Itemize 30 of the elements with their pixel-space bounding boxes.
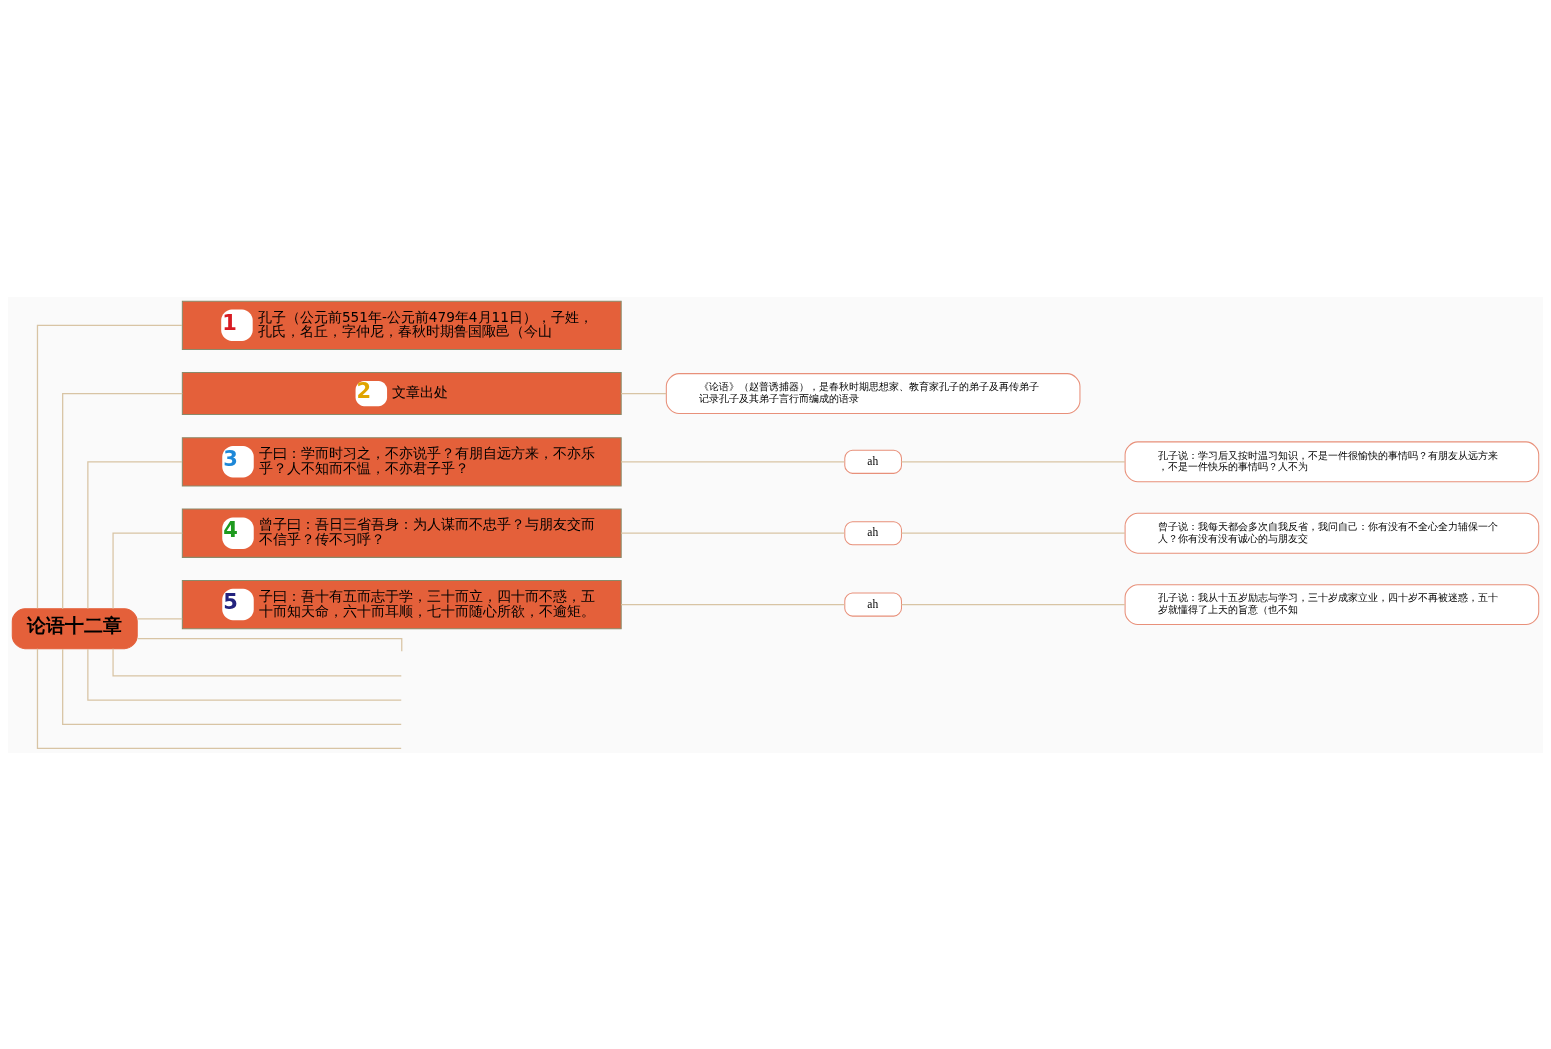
node-box: 孔子说：我从十五岁励志与学习，三十岁成家立业，四十岁不再被迷惑，五十岁就懂得了上天的旨意（也不知 (1124, 583, 1540, 625)
node-box: 3 子曰：学而时习之，不亦说乎？有朋自远方来，不亦乐乎？人不知而不愠，不亦君子乎？ (181, 436, 622, 486)
connector (36, 647, 402, 749)
connector (136, 637, 403, 652)
connector (112, 647, 402, 677)
node-box: ah (844, 449, 902, 474)
connector (620, 603, 846, 605)
node-box: 2 文章出处 (181, 371, 622, 415)
node-box: 5 子曰：吾十有五而志于学，三十而立，四十而不惑，五十而知天命，六十而耳顺，七十而随心所欲，不逾矩。 (181, 579, 622, 629)
connector (900, 532, 1126, 534)
node-box: 1 孔子（公元前551年-公元前479年4月11日），子姓，孔氏，名丘，字仲尼，春秋时期鲁国陬邑（今山 (181, 300, 622, 350)
node-box: ah (844, 520, 902, 545)
connector (112, 532, 183, 609)
connector (87, 647, 402, 701)
connector (36, 324, 183, 609)
node-box: 论语十二章 (11, 607, 138, 649)
connector (62, 392, 183, 609)
node-box: 《论语》（赵普诱捕器），是春秋时期思想家、教育家孔子的弟子及再传弟子记录孔子及其弟子言行而编成的语录 (665, 372, 1081, 414)
node-box: 4 曾子曰：吾日三省吾身：为人谋而不忠乎？与朋友交而不信乎？传不习呼？ (181, 508, 622, 558)
node-box: 孔子说：学习后又按时温习知识，不是一件很愉快的事情吗？有朋友从远方来，不是一件快乐的事情吗？人不为 (1124, 440, 1540, 482)
connector (620, 532, 846, 534)
node-box: ah (844, 592, 902, 617)
connector (620, 460, 846, 462)
connector (87, 460, 183, 609)
connector (900, 460, 1126, 462)
connector (900, 603, 1126, 605)
connector (62, 647, 402, 725)
node-box: 曾子说：我每天都会多次自我反省，我问自己：你有没有不全心全力辅保一个人？你有没有没有诚心的与朋友交 (1124, 512, 1540, 554)
connector (136, 617, 183, 619)
connector (620, 392, 667, 394)
